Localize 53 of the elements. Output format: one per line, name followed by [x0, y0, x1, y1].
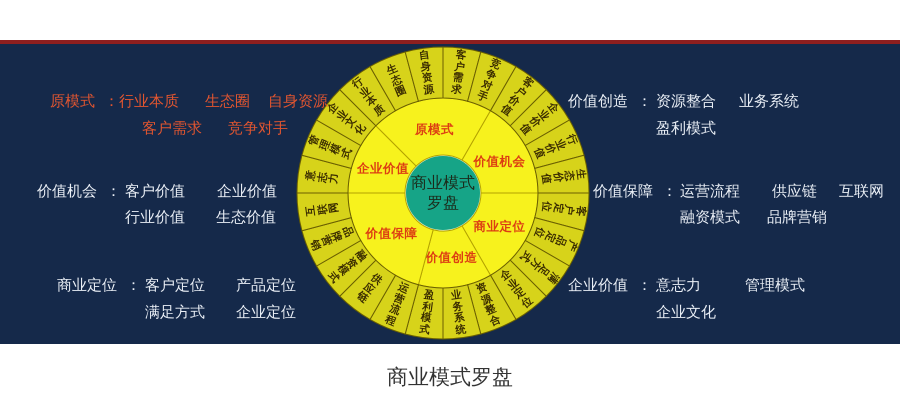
- factor-label: 企业价值: [217, 182, 277, 200]
- factor-label: 企业定位: [236, 303, 296, 321]
- category-label: 企业价值 ：: [568, 276, 652, 294]
- factor-label: 客户定位: [145, 276, 205, 294]
- sector-label: 原模式: [415, 121, 454, 136]
- factor-label: 满足方式: [145, 303, 205, 321]
- segment-label: 运营流程: [382, 281, 411, 328]
- category-label: 价值创造 ：: [568, 92, 652, 110]
- category-label: 价值机会 ：: [37, 182, 121, 200]
- factor-label: 产品定位: [236, 276, 296, 294]
- factor-label: 客户需求: [142, 119, 202, 137]
- segment-label: 生态价值: [539, 168, 586, 186]
- category-label: 价值保障 ：: [593, 182, 677, 200]
- segment-label: 供应链: [354, 272, 384, 306]
- segment-label: 品牌营销: [308, 225, 355, 253]
- segment-label: 客户需求: [450, 50, 468, 97]
- factor-label: 业务系统: [739, 92, 799, 110]
- segment-label: 盈利模式: [418, 289, 436, 336]
- factor-label: 供应链: [772, 182, 817, 200]
- sector-label: 企业价值: [356, 160, 409, 176]
- segment-label: 业务系统: [450, 289, 468, 336]
- sector-label: 价值保障: [365, 225, 418, 240]
- factor-label: 资源整合: [656, 92, 716, 110]
- sector-label: 商业定位: [473, 218, 526, 233]
- factor-label: 管理模式: [745, 276, 805, 294]
- factor-label: 竞争对手: [228, 119, 288, 137]
- factor-label: 生态圈: [205, 92, 250, 110]
- sector-label: 价值机会: [473, 153, 526, 168]
- segment-label: 意志力: [305, 170, 341, 185]
- factor-label: 客户价值: [125, 182, 185, 200]
- factor-label: 盈利模式: [656, 119, 716, 137]
- factor-label: 生态价值: [216, 208, 276, 226]
- segment-label: 生态圈: [385, 63, 408, 100]
- category-label: 商业定位 ：: [57, 276, 141, 294]
- segment-label: 自身资源: [418, 50, 436, 97]
- category-label: 原模式 ：: [50, 92, 119, 110]
- factor-label: 融资模式: [680, 208, 740, 226]
- segment-label: 管理模式: [308, 132, 354, 161]
- sector-label: 价值创造: [425, 250, 478, 265]
- factor-label: 意志力: [656, 276, 701, 294]
- segment-label: 客户定位: [539, 200, 586, 218]
- factor-label: 行业本质: [119, 92, 179, 110]
- factor-label: 互联网: [839, 182, 884, 200]
- factor-label: 自身资源: [268, 92, 328, 110]
- factor-label: 运营流程: [680, 182, 740, 200]
- factor-label: 企业文化: [656, 303, 716, 321]
- segment-label: 行业本质: [350, 75, 388, 118]
- factor-label: 行业价值: [125, 208, 185, 226]
- caption: 商业模式罗盘: [386, 364, 514, 390]
- outer-ring-segment: [405, 47, 443, 102]
- segment-label: 互联网: [305, 201, 341, 216]
- compass-title: 商业模式罗盘: [410, 173, 476, 213]
- factor-label: 品牌营销: [767, 208, 827, 226]
